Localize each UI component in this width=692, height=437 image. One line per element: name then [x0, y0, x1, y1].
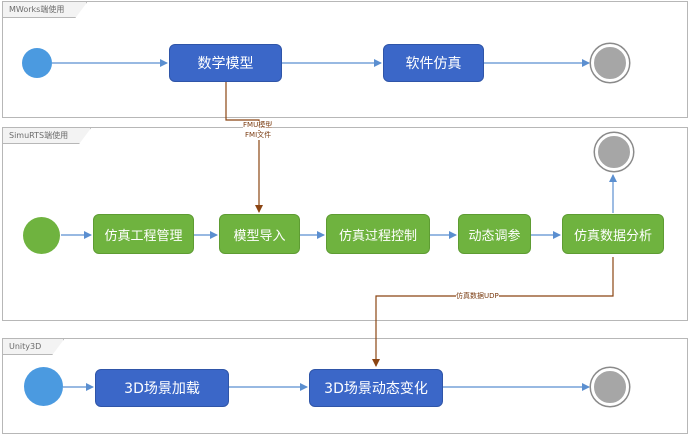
- start-node-unity: [24, 367, 63, 406]
- end-node-unity: [591, 368, 629, 406]
- start-node-mworks: [22, 48, 52, 78]
- annotation-fmu-model: FMU模型: [243, 121, 273, 130]
- arrow-udp-data: [372, 257, 614, 367]
- node-math-model[interactable]: 数学模型: [169, 44, 282, 82]
- lane-mworks: MWorks端使用: [2, 1, 688, 118]
- end-node-simurts: [595, 133, 633, 171]
- node-scene-load[interactable]: 3D场景加载: [95, 369, 229, 407]
- node-dynamic-tune[interactable]: 动态调参: [458, 214, 531, 254]
- annotation-udp-data: 仿真数据UDP: [456, 292, 499, 301]
- arrow-fmu-export: [225, 82, 263, 213]
- node-scene-change[interactable]: 3D场景动态变化: [309, 369, 443, 407]
- node-software-sim[interactable]: 软件仿真: [383, 44, 484, 82]
- node-process-ctrl[interactable]: 仿真过程控制: [326, 214, 430, 254]
- node-model-import[interactable]: 模型导入: [219, 214, 300, 254]
- annotation-fmi-file: FMI文件: [245, 131, 272, 140]
- node-data-analysis[interactable]: 仿真数据分析: [562, 214, 664, 254]
- start-node-simurts: [23, 217, 60, 254]
- node-project-mgmt[interactable]: 仿真工程管理: [93, 214, 194, 254]
- end-node-mworks: [591, 44, 629, 82]
